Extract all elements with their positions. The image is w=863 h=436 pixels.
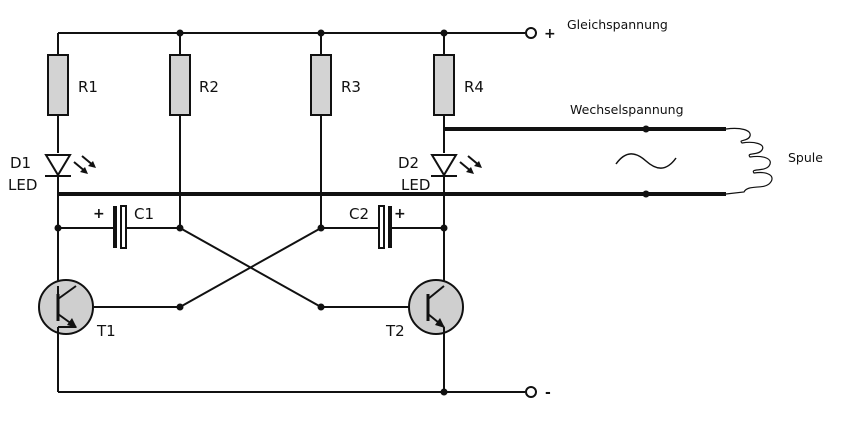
d2-label: D2 bbox=[398, 154, 419, 172]
t1-label: T1 bbox=[96, 322, 116, 340]
capacitor-icon bbox=[113, 205, 127, 249]
negative-terminal-label: - bbox=[545, 385, 551, 401]
resistor-icon bbox=[310, 33, 332, 227]
junction-dot bbox=[176, 303, 184, 311]
c2-plus-label: + bbox=[394, 206, 406, 222]
sine-wave-icon bbox=[615, 153, 677, 169]
c1-plus-label: + bbox=[93, 206, 105, 222]
t2-label: T2 bbox=[385, 322, 405, 340]
led-symbol-icon bbox=[430, 154, 482, 228]
capacitor-icon bbox=[378, 205, 392, 249]
junction-dot bbox=[642, 190, 650, 198]
led-symbol-icon bbox=[44, 154, 96, 228]
npn-transistor-icon bbox=[38, 279, 94, 392]
r2-label: R2 bbox=[199, 78, 219, 96]
resistor-icon bbox=[47, 33, 69, 153]
positive-terminal-label: + bbox=[544, 26, 556, 42]
ac-supply-label: Wechselspannung bbox=[570, 102, 684, 117]
junction-dot bbox=[317, 303, 325, 311]
r4-label: R4 bbox=[464, 78, 484, 96]
coil-icon bbox=[725, 127, 773, 195]
r3-label: R3 bbox=[341, 78, 361, 96]
cross-wire bbox=[179, 227, 322, 308]
resistor-icon bbox=[433, 33, 455, 153]
d1-label: D1 bbox=[10, 154, 31, 172]
c2-label: C2 bbox=[349, 205, 369, 223]
d1-type-label: LED bbox=[8, 176, 37, 194]
npn-transistor-icon bbox=[408, 279, 464, 392]
coil-label: Spule bbox=[788, 150, 823, 165]
positive-terminal bbox=[525, 27, 537, 39]
negative-terminal bbox=[525, 386, 537, 398]
c1-label: C1 bbox=[134, 205, 154, 223]
resistor-icon bbox=[169, 33, 191, 227]
r1-label: R1 bbox=[78, 78, 98, 96]
junction-dot bbox=[642, 125, 650, 133]
d2-type-label: LED bbox=[401, 176, 430, 194]
dc-supply-label: Gleichspannung bbox=[567, 17, 668, 32]
